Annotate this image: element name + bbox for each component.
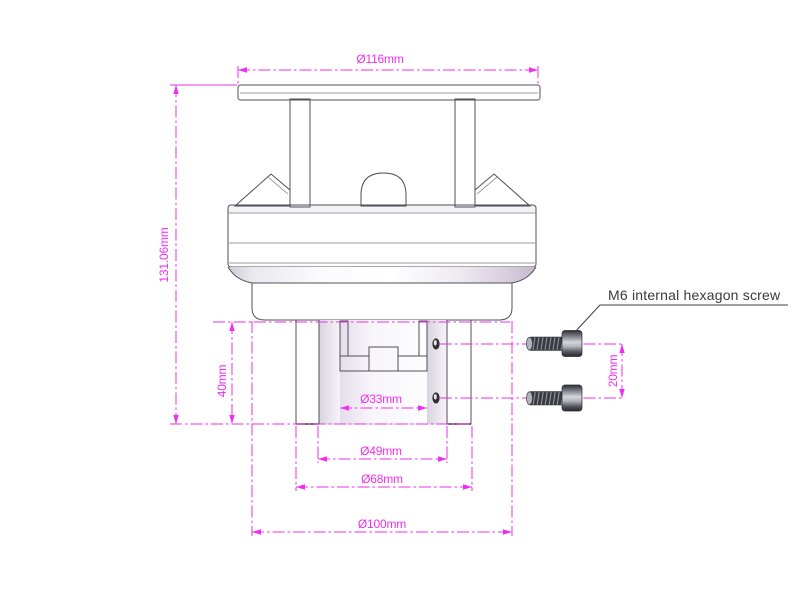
dim-mount-height: 40mm [215, 365, 229, 398]
dim-screw-hole-spacing: 20mm [606, 355, 620, 388]
dim-base-diameter: Ø100mm [358, 517, 406, 531]
wind-reflector-left [233, 173, 291, 207]
support-column-right [454, 98, 476, 208]
wind-reflector-right [474, 173, 532, 207]
sensor-body [227, 204, 537, 321]
m6-screw-bottom [526, 384, 583, 412]
m6-screw-label: M6 internal hexagon screw [608, 287, 781, 303]
center-shaft [368, 346, 399, 372]
dim-tube-outer-diameter: Ø68mm [361, 472, 403, 486]
dim-top-plate-diameter: Ø116mm [356, 52, 403, 66]
m6-screw-top [526, 330, 583, 357]
dim-bore-diameter: Ø33mm [360, 392, 402, 406]
dimension-lines [170, 66, 625, 536]
dim-tube-inner-diameter: Ø49mm [360, 444, 402, 458]
screw-hole-top [432, 338, 440, 350]
ultrasonic-transducer [360, 172, 407, 207]
top-plate [237, 84, 541, 101]
screw-hole-bottom [432, 392, 440, 404]
support-column-left [289, 98, 311, 208]
label-leader-line [573, 304, 788, 334]
tube-wall-left [295, 319, 320, 425]
dim-overall-height: 131.06mm [157, 227, 171, 282]
tube-wall-right [446, 319, 472, 425]
